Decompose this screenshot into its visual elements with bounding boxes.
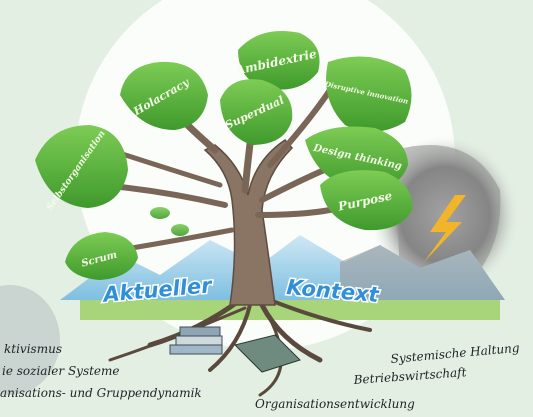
books-stack bbox=[169, 326, 301, 373]
left-disc bbox=[0, 285, 60, 395]
mountains bbox=[60, 235, 505, 320]
leaf-selbstorganisation bbox=[35, 125, 128, 208]
root-label-aktivismus: ktivismus bbox=[4, 342, 62, 356]
root-label-organisationsentwicklung: Organisationsentwicklung bbox=[255, 397, 415, 411]
root-label-systemische-haltung: Systemische Haltung bbox=[390, 341, 520, 366]
root-label-gruppendynamik: anisations- und Gruppendynamik bbox=[0, 386, 202, 400]
root-label-betriebswirtschaft: Betriebswirtschaft bbox=[352, 365, 467, 387]
root-label-soziale-systeme: ie sozialer Systeme bbox=[2, 364, 120, 378]
leaf-disruptive bbox=[326, 56, 412, 132]
leaf-scrum bbox=[65, 232, 138, 280]
roots bbox=[108, 297, 372, 397]
leaf-superdual bbox=[220, 79, 293, 145]
leaves bbox=[35, 31, 413, 280]
leaf-purpose bbox=[320, 170, 413, 231]
lightning-bolt-icon bbox=[424, 195, 466, 262]
leaf-holacracy bbox=[120, 61, 208, 130]
leaf-ambidextrie bbox=[238, 31, 320, 90]
